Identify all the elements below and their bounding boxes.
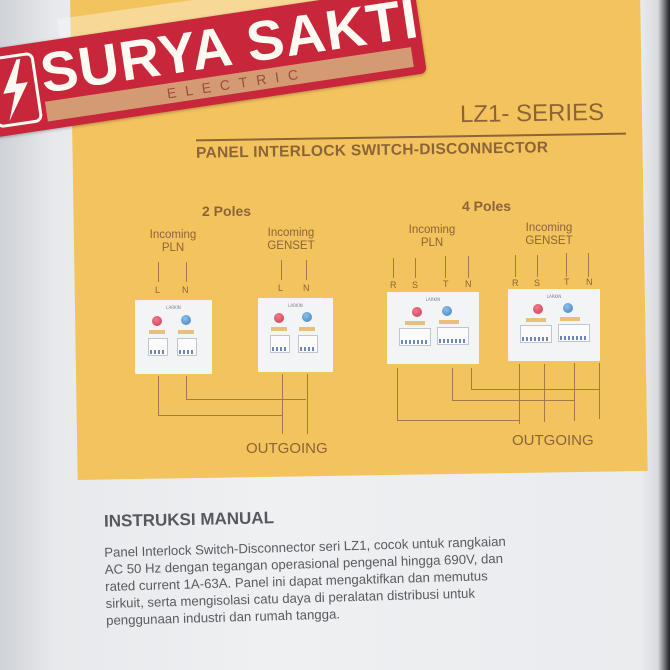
label-tag xyxy=(405,321,425,325)
wire xyxy=(537,255,538,277)
wire xyxy=(566,253,567,277)
wire xyxy=(452,400,574,401)
manual-title: INSTRUKSI MANUAL xyxy=(103,508,275,531)
phase-label: N xyxy=(586,277,593,287)
outgoing-label-4-poles: OUTGOING xyxy=(512,432,594,449)
phase-label: R xyxy=(390,280,397,290)
terminals xyxy=(272,347,286,351)
wire xyxy=(307,374,308,434)
phase-label: S xyxy=(412,280,419,290)
incoming-label-line1: Incoming xyxy=(525,222,573,234)
device-brand: LARKIN xyxy=(166,305,181,310)
terminals xyxy=(179,350,193,354)
wire xyxy=(574,363,575,421)
terminals xyxy=(560,336,586,340)
wire xyxy=(452,368,453,400)
wire xyxy=(519,364,520,424)
label-tag xyxy=(526,318,546,322)
terminals xyxy=(522,337,548,341)
red-indicator-lamp xyxy=(533,304,543,314)
phase-label: N xyxy=(465,279,472,289)
phase-label: N xyxy=(303,283,310,293)
interlock-device-2p-pln: LARKIN xyxy=(135,300,212,374)
incoming-pln-label: Incoming PLN xyxy=(397,224,467,250)
wire xyxy=(186,262,187,282)
interlock-device-2p-genset: LARKIN xyxy=(258,298,333,372)
red-indicator-lamp xyxy=(412,307,422,317)
incoming-genset-label: Incoming GENSET xyxy=(514,222,584,248)
incoming-label-line1: Incoming xyxy=(408,224,456,236)
incoming-label-line2: PLN xyxy=(161,242,185,254)
group-title-2-poles: 2 Poles xyxy=(202,203,252,219)
blue-indicator-lamp xyxy=(442,306,452,316)
phase-label: S xyxy=(534,278,541,288)
blue-indicator-lamp xyxy=(302,312,312,322)
wire xyxy=(468,256,469,278)
incoming-label-line2: GENSET xyxy=(525,235,573,247)
incoming-label-line1: Incoming xyxy=(149,229,197,241)
wire xyxy=(158,415,282,416)
incoming-label-line1: Incoming xyxy=(267,227,315,239)
device-brand: LARKIN xyxy=(288,303,303,308)
phase-label: T xyxy=(564,277,570,287)
red-indicator-lamp xyxy=(274,313,284,323)
blue-indicator-lamp xyxy=(563,303,573,313)
interlock-device-4p-genset: LARKIN xyxy=(508,289,600,361)
wire xyxy=(588,253,589,277)
terminals xyxy=(150,350,164,354)
label-tag xyxy=(178,330,194,334)
terminals xyxy=(439,339,465,343)
interlock-device-4p-pln: LARKIN xyxy=(387,292,479,364)
phase-label: L xyxy=(155,285,161,295)
blue-indicator-lamp xyxy=(181,315,191,325)
lightning-bolt-icon xyxy=(0,52,43,128)
label-tag xyxy=(149,330,165,334)
wire xyxy=(186,399,306,400)
wire xyxy=(158,262,159,282)
wire xyxy=(515,255,516,277)
phase-label: L xyxy=(278,283,284,293)
device-brand: LARKIN xyxy=(546,294,562,299)
label-tag xyxy=(299,327,315,331)
wire xyxy=(471,389,599,390)
wire xyxy=(599,363,600,419)
terminals xyxy=(401,340,427,344)
terminals xyxy=(300,347,314,351)
red-indicator-lamp xyxy=(152,316,162,326)
incoming-label-line2: GENSET xyxy=(267,240,315,252)
wire xyxy=(281,260,282,280)
phase-label: T xyxy=(443,279,449,289)
product-insert: SURYA SAKTI ELECTRIC LZ1- SERIES PANEL I… xyxy=(0,0,648,628)
phase-label: N xyxy=(182,285,189,295)
label-tag xyxy=(271,327,287,331)
wire xyxy=(445,256,446,278)
label-tag xyxy=(560,317,580,321)
wire xyxy=(415,258,416,278)
device-brand: LARKIN xyxy=(425,297,441,302)
wire xyxy=(471,368,472,390)
series-title: LZ1- SERIES xyxy=(459,98,605,129)
label-tag xyxy=(439,320,459,324)
wire xyxy=(397,368,398,420)
group-title-4-poles: 4 Poles xyxy=(462,198,512,214)
wire xyxy=(544,364,545,422)
wire xyxy=(393,258,394,278)
wire xyxy=(186,376,187,400)
manual-body: Panel Interlock Switch-Disconnector seri… xyxy=(104,529,626,628)
incoming-genset-label: Incoming GENSET xyxy=(256,227,326,253)
brand-logo: SURYA SAKTI ELECTRIC xyxy=(0,0,437,140)
wire xyxy=(158,376,159,416)
outgoing-label-2-poles: OUTGOING xyxy=(246,440,328,457)
wire xyxy=(306,260,307,280)
wire xyxy=(397,420,519,421)
phase-label: R xyxy=(512,278,519,288)
incoming-pln-label: Incoming PLN xyxy=(138,229,208,255)
incoming-label-line2: PLN xyxy=(420,237,444,249)
wire xyxy=(282,374,283,434)
